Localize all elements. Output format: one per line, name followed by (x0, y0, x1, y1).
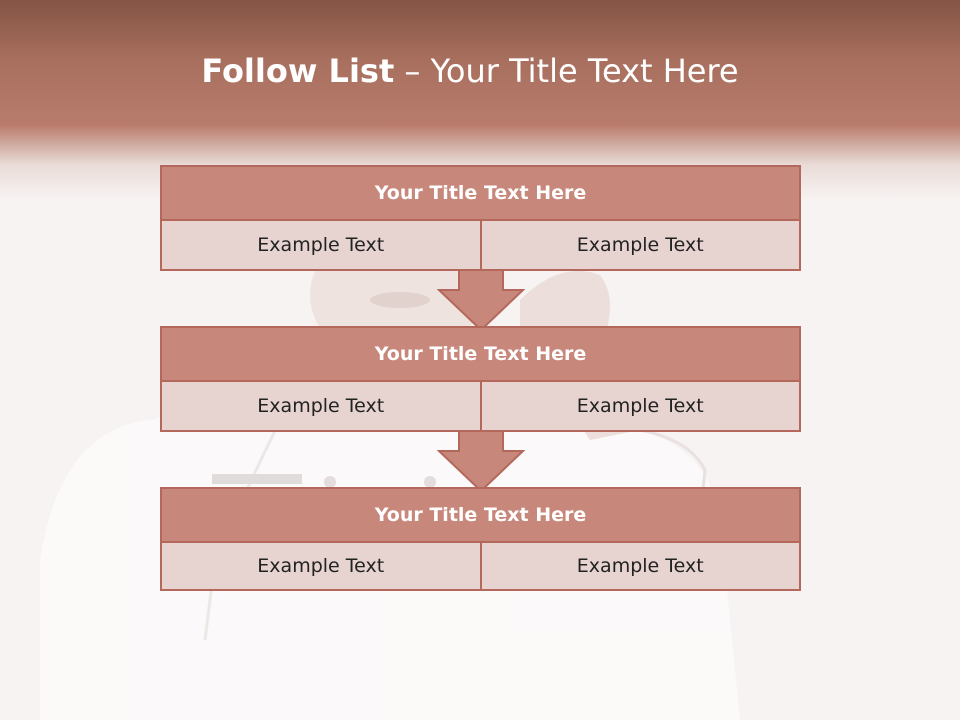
slide-title: Follow List – Your Title Text Here (0, 52, 940, 90)
step-right-text: Example Text (479, 221, 800, 269)
step-block-3: Your Title Text Here Example Text Exampl… (160, 487, 801, 591)
down-arrow-icon (437, 430, 525, 493)
step-row: Example Text Example Text (160, 221, 801, 271)
down-arrow-icon (437, 269, 525, 332)
step-left-text: Example Text (257, 395, 385, 417)
step-right-text: Example Text (479, 382, 800, 430)
step-row: Example Text Example Text (160, 543, 801, 591)
step-heading: Your Title Text Here (160, 326, 801, 382)
step-left-text: Example Text (257, 234, 385, 256)
step-block-2: Your Title Text Here Example Text Exampl… (160, 326, 801, 432)
step-heading: Your Title Text Here (160, 165, 801, 221)
slide-title-bold: Follow List (201, 52, 395, 90)
step-heading: Your Title Text Here (160, 487, 801, 543)
step-left-text: Example Text (257, 555, 385, 577)
step-block-1: Your Title Text Here Example Text Exampl… (160, 165, 801, 271)
step-row: Example Text Example Text (160, 382, 801, 432)
slide-title-rest: – Your Title Text Here (394, 52, 739, 90)
step-right-text: Example Text (479, 543, 800, 589)
